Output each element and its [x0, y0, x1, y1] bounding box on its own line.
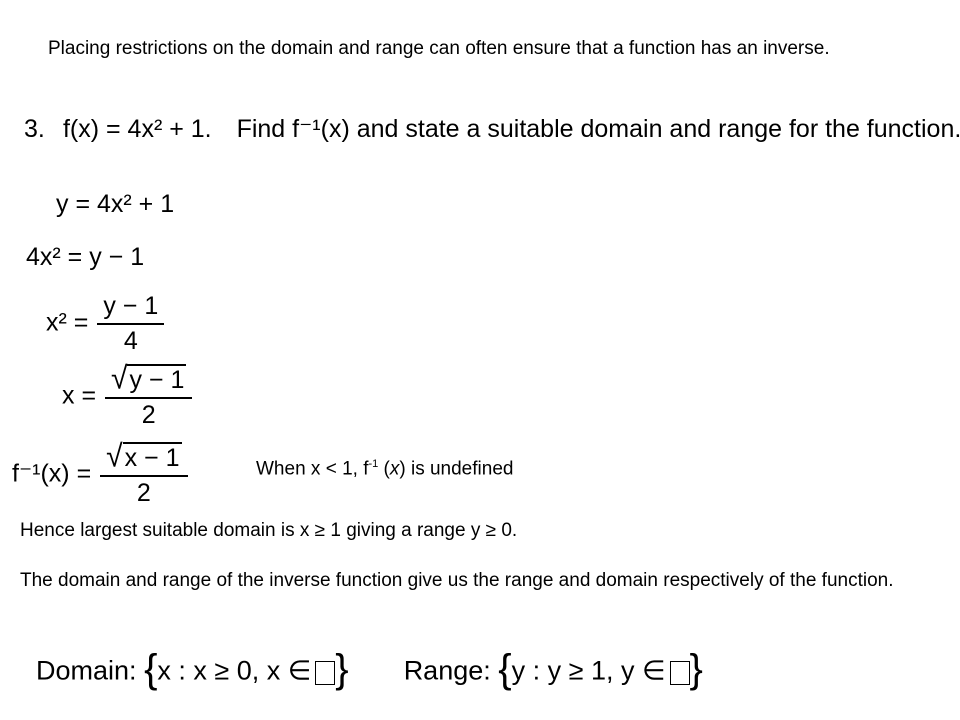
domain-set: x : x ≥ 0, x ∈	[157, 655, 312, 686]
question: 3. f(x) = 4x² + 1. Find f⁻¹(x) and state…	[24, 114, 960, 144]
real-numbers-symbol	[669, 660, 690, 685]
step-3-numerator: y − 1	[97, 292, 165, 325]
inverse-explanation: The domain and range of the inverse func…	[20, 570, 894, 591]
step-5-lhs: f⁻¹(x) =	[12, 459, 92, 488]
final-answer: Domain: {x : x ≥ 0, x ∈} Range: {y : y ≥…	[36, 647, 703, 691]
domain-conclusion: Hence largest suitable domain is x ≥ 1 g…	[20, 520, 518, 541]
step-3-lhs: x² =	[46, 308, 89, 337]
question-number: 3.	[24, 115, 45, 143]
undefined-note: When x < 1, f-1 (x) is undefined	[256, 458, 514, 480]
question-function: f(x) = 4x² + 1.	[62, 115, 212, 143]
range-set: y : y ≥ 1, y ∈	[511, 655, 666, 686]
step-3: x² = y − 1 4	[46, 292, 166, 356]
step-5-sqrt: √ x − 1	[106, 439, 182, 474]
step-2: 4x² = y − 1	[26, 243, 145, 271]
step-4-sqrt: √ y − 1	[111, 361, 187, 396]
step-4: x = √ y − 1 2	[62, 361, 194, 430]
step-3-denominator: 4	[123, 327, 138, 355]
step-5-denominator: 2	[136, 479, 151, 507]
range-label: Range:	[403, 655, 491, 686]
step-4-radicand: y − 1	[127, 364, 187, 394]
step-1-rhs: 4x² + 1	[97, 190, 175, 218]
question-text: Find f⁻¹(x) and state a suitable domain …	[236, 115, 960, 143]
step-1: y = 4x² + 1	[56, 190, 174, 219]
step-5-fraction: √ x − 1 2	[100, 439, 188, 508]
step-5: f⁻¹(x) = √ x − 1 2	[12, 439, 190, 508]
sqrt-symbol: √	[111, 361, 128, 396]
real-numbers-symbol	[315, 660, 336, 685]
intro-text: Placing restrictions on the domain and r…	[48, 38, 830, 59]
step-4-lhs: x =	[62, 381, 97, 410]
step-5-radicand: x − 1	[122, 442, 182, 472]
step-4-fraction: √ y − 1 2	[105, 361, 193, 430]
step-1-lhs: y =	[56, 190, 91, 218]
domain-label: Domain:	[36, 655, 137, 686]
step-4-denominator: 2	[141, 401, 156, 429]
sqrt-symbol: √	[106, 439, 123, 474]
step-3-fraction: y − 1 4	[97, 292, 165, 356]
